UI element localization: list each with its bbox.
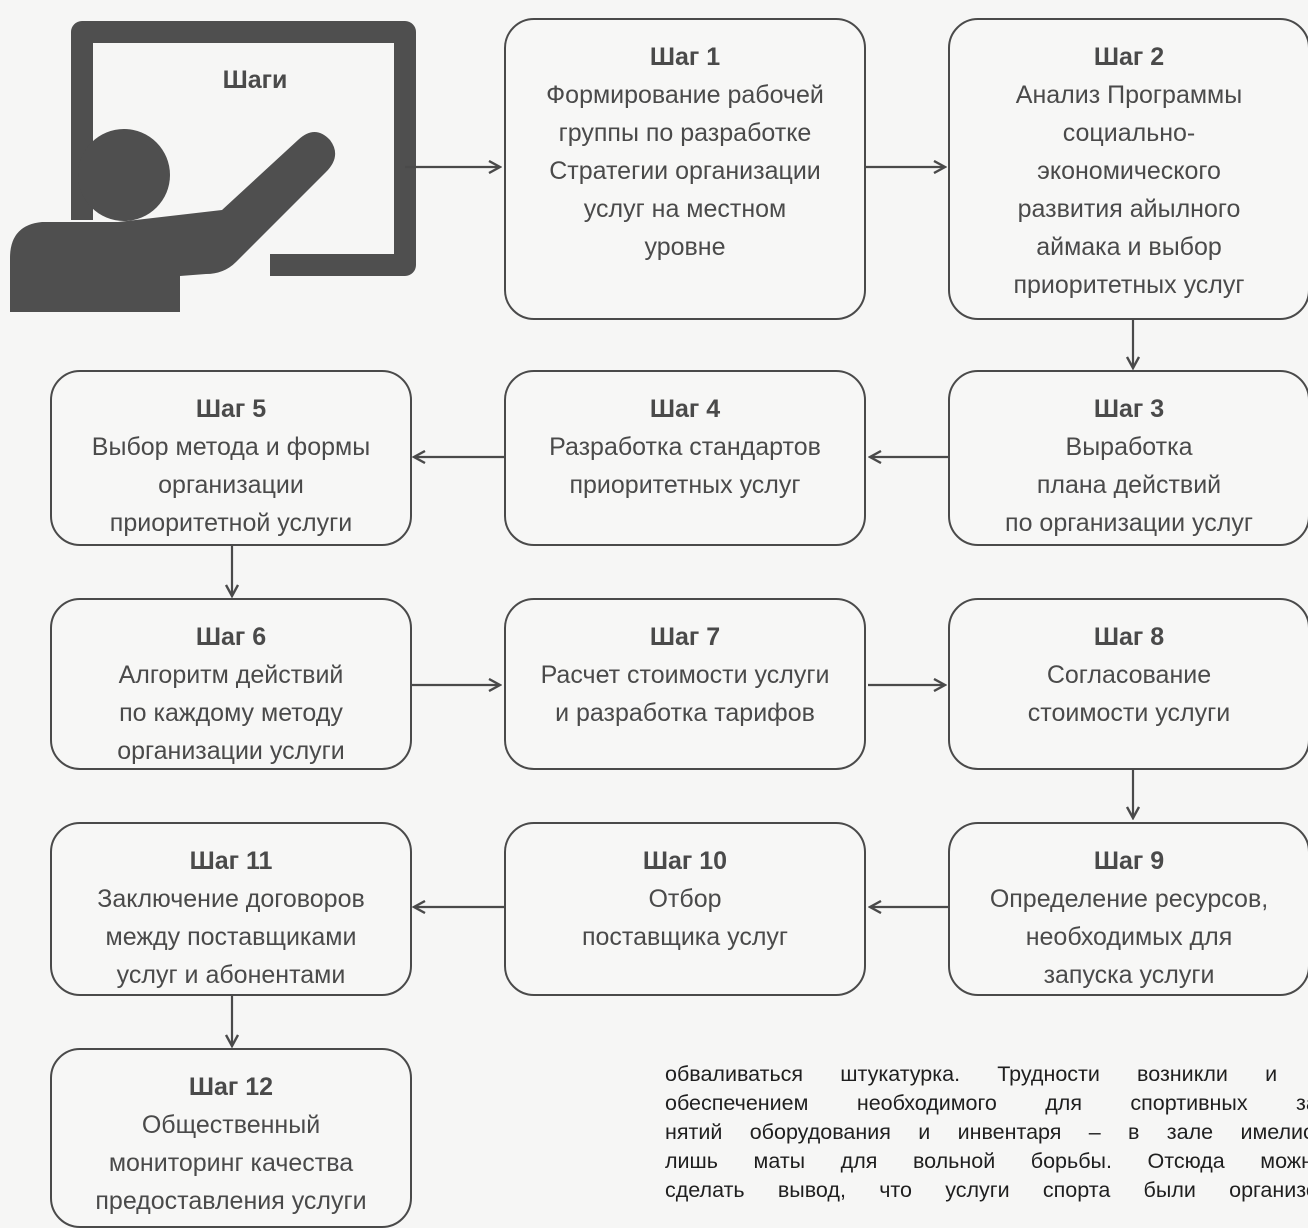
step-10-box: Шаг 10 Отбор поставщика услуг (504, 822, 866, 996)
step-11-title: Шаг 11 (189, 847, 273, 875)
step-7-title: Шаг 7 (649, 623, 721, 651)
board-label: Шаги (222, 66, 288, 94)
step-6-box: Шаг 6 Алгоритм действий по каждому метод… (50, 598, 412, 770)
step-12-text: Общественный мониторинг качества предост… (95, 1111, 367, 1215)
step-4-text: Разработка стандартов приоритетных услуг (549, 433, 821, 499)
step-7-box: Шаг 7 Расчет стоимости услуги и разработ… (504, 598, 866, 770)
step-11-text: Заключение договоров между поставщиками … (97, 885, 365, 989)
step-1-text: Формирование рабочей группы по разработк… (546, 81, 824, 261)
step-4-box: Шаг 4 Разработка стандартов приоритетных… (504, 370, 866, 546)
step-8-title: Шаг 8 (1093, 623, 1165, 651)
step-2-box: Шаг 2 Анализ Программы социально- эконом… (948, 18, 1308, 320)
step-4-title: Шаг 4 (649, 395, 721, 423)
step-3-title: Шаг 3 (1093, 395, 1165, 423)
step-8-text: Согласование стоимости услуги (1027, 661, 1231, 727)
step-10-title: Шаг 10 (642, 847, 728, 875)
step-3-text: Выработка плана действий по организации … (1005, 433, 1253, 537)
step-2-title: Шаг 2 (1093, 43, 1165, 71)
step-11-box: Шаг 11 Заключение договоров между постав… (50, 822, 412, 996)
step-7-text: Расчет стоимости услуги и разработка тар… (540, 661, 830, 727)
step-9-title: Шаг 9 (1093, 847, 1165, 875)
step-10-text: Отбор поставщика услуг (581, 885, 789, 951)
step-3-box: Шаг 3 Выработка плана действий по органи… (948, 370, 1308, 546)
step-9-text: Определение ресурсов, необходимых для за… (989, 885, 1269, 989)
step-1-box: Шаг 1 Формирование рабочей группы по раз… (504, 18, 866, 320)
paragraph-line: обеспечением необходимого для спортивных… (665, 1091, 1308, 1115)
paragraph-line: нятий оборудования и инвентаря – в зале … (665, 1120, 1308, 1144)
step-2-text: Анализ Программы социально- экономическо… (1013, 81, 1245, 299)
body-paragraph: обваливаться штукатурка. Трудности возни… (665, 1060, 1308, 1205)
paragraph-line: лишь маты для вольной борьбы. Отсюда мож… (665, 1149, 1308, 1173)
step-9-box: Шаг 9 Определение ресурсов, необходимых … (948, 822, 1308, 996)
paragraph-line: сделать вывод, что услуги спорта были ор… (665, 1178, 1308, 1202)
step-12-box: Шаг 12 Общественный мониторинг качества … (50, 1048, 412, 1228)
teacher-board-icon (10, 21, 416, 312)
step-5-title: Шаг 5 (195, 395, 267, 423)
step-6-title: Шаг 6 (195, 623, 267, 651)
step-12-title: Шаг 12 (188, 1073, 274, 1101)
paragraph-line: обваливаться штукатурка. Трудности возни… (665, 1062, 1308, 1086)
step-5-text: Выбор метода и формы организации приорит… (91, 433, 371, 537)
step-6-text: Алгоритм действий по каждому методу орга… (117, 661, 345, 765)
step-8-box: Шаг 8 Согласование стоимости услуги (948, 598, 1308, 770)
step-1-title: Шаг 1 (649, 43, 721, 71)
step-5-box: Шаг 5 Выбор метода и формы организации п… (50, 370, 412, 546)
